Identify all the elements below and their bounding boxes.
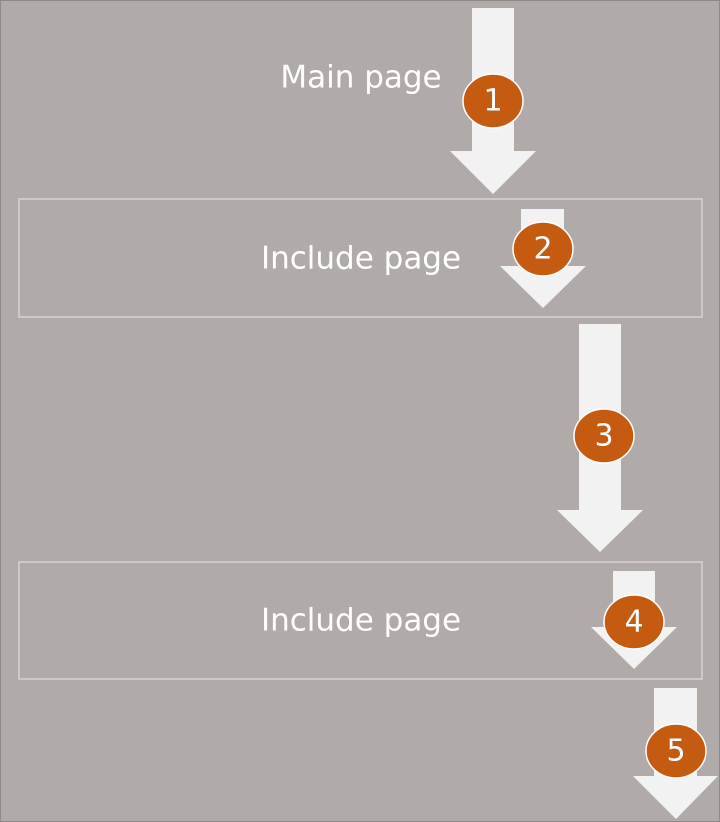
step-badge-4: 4 [603, 594, 665, 650]
include-page-box-1 [18, 198, 703, 318]
step-badge-1: 1 [462, 73, 524, 129]
step-badge-2: 2 [512, 221, 574, 277]
include-page-label-2: Include page [261, 603, 461, 639]
include-page-label-1: Include page [261, 241, 461, 277]
step-number-5: 5 [666, 734, 685, 769]
include-page-box-2 [18, 561, 703, 680]
step-number-3: 3 [594, 419, 613, 454]
step-number-4: 4 [624, 605, 643, 640]
step-badge-3: 3 [573, 408, 635, 464]
step-badge-5: 5 [645, 723, 707, 779]
main-page-label: Main page [280, 60, 441, 96]
step-number-1: 1 [483, 84, 502, 119]
step-number-2: 2 [533, 232, 552, 267]
